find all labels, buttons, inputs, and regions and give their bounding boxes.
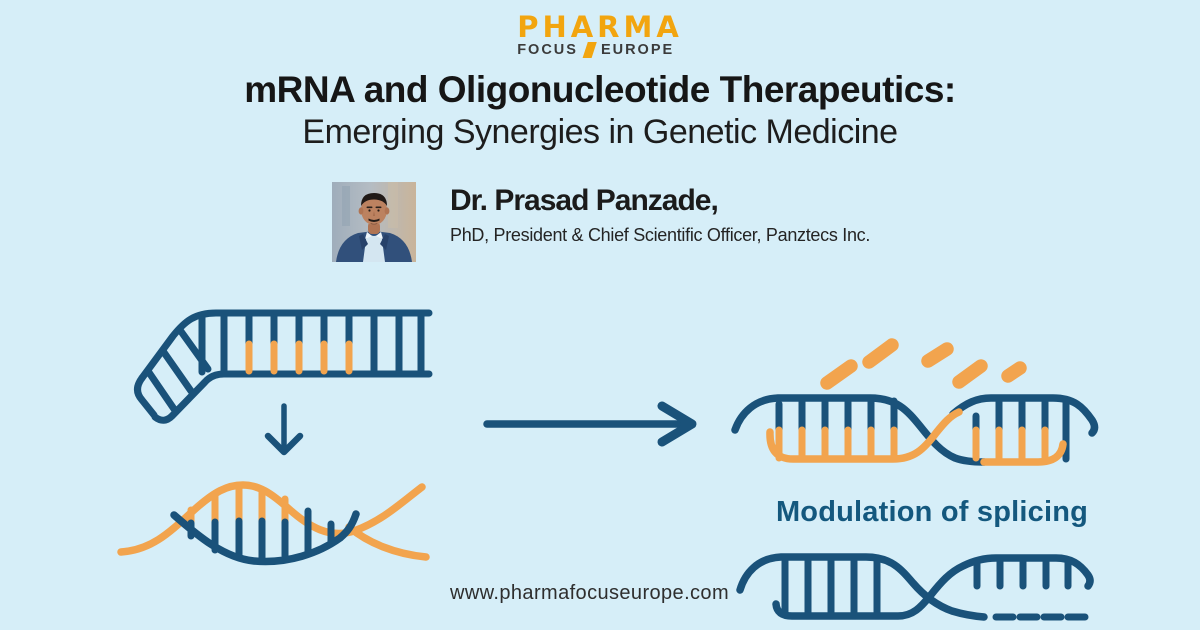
speaker-photo <box>332 182 416 262</box>
title-line-1: mRNA and Oligonucleotide Therapeutics: <box>244 69 956 110</box>
title-block: mRNA and Oligonucleotide Therapeutics: E… <box>0 70 1200 151</box>
splicing-target-icon <box>731 338 1099 466</box>
logo-focus-text: FOCUS <box>517 42 578 58</box>
title-line-2: Emerging Synergies in Genetic Medicine <box>302 113 898 151</box>
rna-fragments-icon <box>820 338 1027 390</box>
spliced-mrna-icon <box>736 553 1094 621</box>
speaker-block: Dr. Prasad Panzade, PhD, President & Chi… <box>332 182 870 262</box>
speaker-credentials: PhD, President & Chief Scientific Office… <box>450 225 871 245</box>
logo-europe-text: EUROPE <box>600 42 675 58</box>
down-arrow-icon <box>264 403 304 456</box>
logo-brand-text: PHARMA <box>517 10 683 44</box>
website-url: www.pharmafocuseurope.com <box>450 582 730 604</box>
pharma-focus-europe-logo: PHARMA FOCUS EUROPE <box>517 10 683 58</box>
logo-subtitle: FOCUS EUROPE <box>517 42 683 58</box>
dna-ladder-icon <box>134 309 433 424</box>
rna-duplex-icon <box>117 481 430 566</box>
diagram-caption: Modulation of splicing <box>775 496 1089 528</box>
speaker-name: Dr. Prasad Panzade, <box>450 184 719 217</box>
right-arrow-icon <box>483 401 697 447</box>
speaker-text: Dr. Prasad Panzade, PhD, President & Chi… <box>450 182 870 246</box>
